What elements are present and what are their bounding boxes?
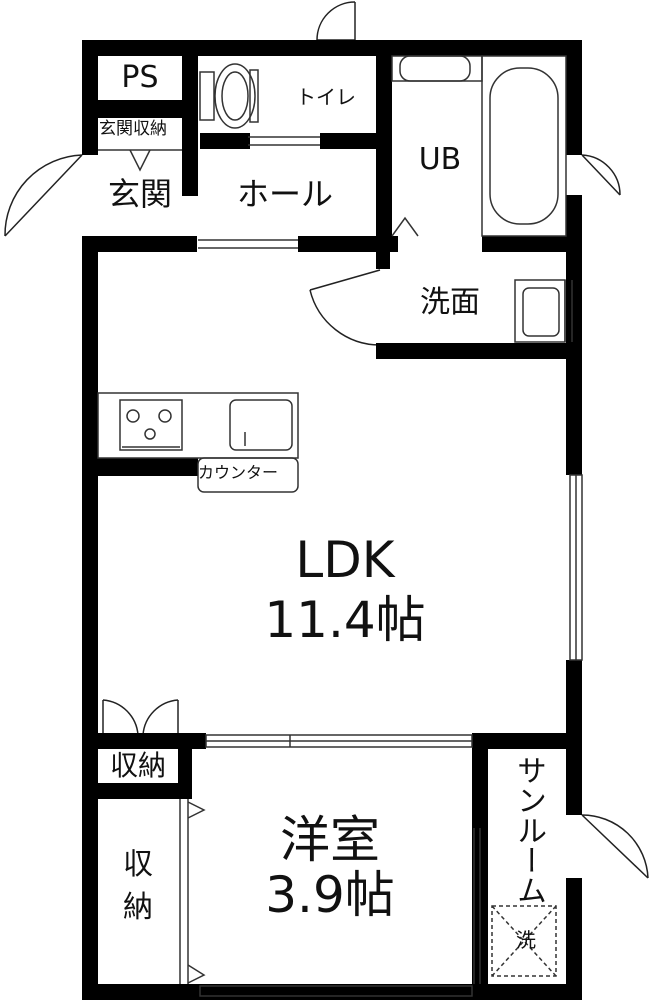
sunroom-label: サンルーム — [511, 755, 546, 905]
sunroom-door-icon — [581, 814, 649, 879]
counter-label: カウンター — [198, 463, 279, 482]
washroom-door-icon — [309, 269, 381, 346]
western-room-name: 洋室 — [280, 811, 380, 869]
storage-tall-label-1: 収 — [123, 847, 153, 882]
washroom-label: 洗面 — [420, 285, 480, 320]
entrance-door-icon — [4, 154, 83, 237]
ub-exterior-door-icon — [581, 154, 621, 196]
laundry-label: 洗 — [516, 928, 536, 952]
western-room-size: 3.9帖 — [265, 866, 395, 924]
storage-tall-label-2: 納 — [123, 890, 153, 925]
closet-double-door-icon — [102, 699, 179, 736]
ldk-size: 11.4帖 — [264, 591, 426, 649]
ps-label: PS — [121, 60, 159, 95]
top-toilet-door-icon — [316, 1, 356, 41]
storage-small-label: 収納 — [109, 749, 167, 782]
ldk-name: LDK — [295, 531, 395, 589]
entrance-label: 玄関 — [107, 175, 173, 213]
walls — [82, 40, 582, 1000]
toilet-label: トイレ — [296, 85, 356, 109]
ub-label: UB — [418, 142, 462, 177]
hall-label: ホール — [236, 175, 334, 213]
entrance-storage-label: 玄関収納 — [99, 119, 167, 139]
